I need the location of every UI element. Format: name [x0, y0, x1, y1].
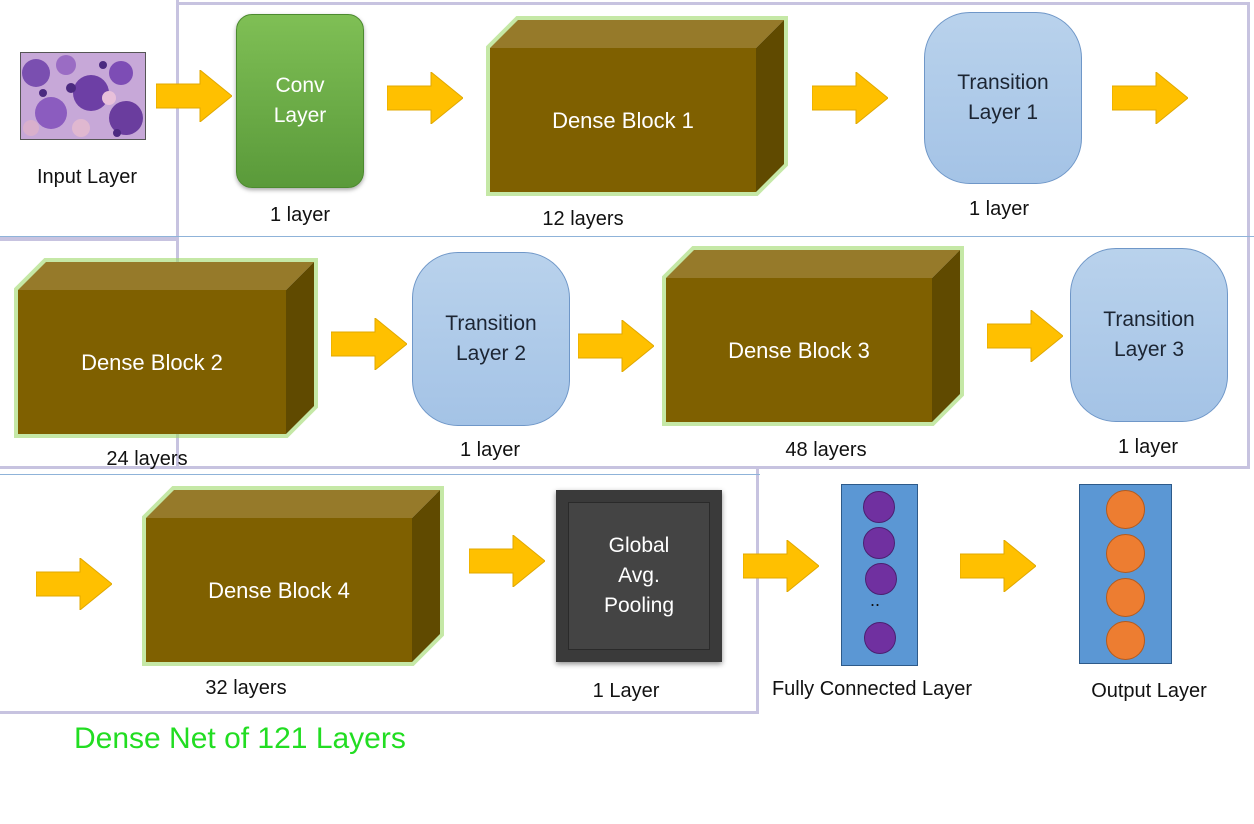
fully-connected-layer-label: Fully Connected Layer — [771, 678, 973, 700]
trans1-line2: Layer 1 — [967, 101, 1039, 124]
trans1-line1: Transition — [957, 71, 1049, 94]
dense-block-4: Dense Block 4 — [140, 484, 450, 670]
transition-layer-3-caption: 1 layer — [1117, 436, 1179, 458]
arrow-icon — [469, 535, 545, 587]
gap-line2: Avg. — [618, 564, 660, 587]
row-separator-2 — [0, 474, 760, 475]
dense-block-3: Dense Block 3 — [660, 244, 970, 430]
trans3-line2: Layer 3 — [1113, 338, 1185, 361]
conv-caption: 1 layer — [269, 204, 331, 226]
arrow-icon — [812, 72, 888, 124]
conv-line2: Layer — [273, 104, 327, 127]
dense-block-3-caption: 48 layers — [785, 439, 867, 461]
dense-block-4-caption: 32 layers — [205, 677, 287, 699]
input-layer-label: Input Layer — [36, 166, 138, 188]
output-node — [1106, 534, 1145, 573]
arrow-icon — [331, 318, 407, 370]
trans2-line1: Transition — [445, 312, 537, 335]
arrow-icon — [156, 70, 232, 122]
row-separator-1 — [0, 236, 1254, 237]
dense-block-2: Dense Block 2 — [14, 256, 324, 442]
transition-layer-2-caption: 1 layer — [459, 439, 521, 461]
arrow-icon — [1112, 72, 1188, 124]
gap-line1: Global — [608, 534, 670, 557]
dense-block-3-label: Dense Block 3 — [728, 338, 870, 363]
trans3-line1: Transition — [1103, 308, 1195, 331]
arrow-icon — [743, 540, 819, 592]
dense-block-2-caption: 24 layers — [106, 448, 188, 470]
histology-image — [20, 52, 146, 140]
diagram-title: Dense Net of 121 Layers — [74, 722, 406, 755]
transition-layer-1-caption: 1 layer — [968, 198, 1030, 220]
output-layer-label: Output Layer — [1091, 680, 1207, 702]
dense-block-1-caption: 12 layers — [542, 208, 624, 230]
dense-block-2-label: Dense Block 2 — [81, 350, 223, 375]
output-node — [1106, 621, 1145, 660]
fc-node — [864, 622, 896, 654]
fc-node — [865, 563, 897, 595]
arrow-icon — [987, 310, 1063, 362]
dense-block-1: Dense Block 1 — [484, 12, 794, 202]
fc-ellipsis: .. — [870, 590, 881, 610]
dense-block-1-label: Dense Block 1 — [552, 108, 694, 133]
fc-node — [863, 491, 895, 523]
conv-line1: Conv — [275, 74, 325, 97]
dense-block-4-label: Dense Block 4 — [208, 578, 350, 603]
arrow-icon — [578, 320, 654, 372]
arrow-icon — [960, 540, 1036, 592]
fc-node — [863, 527, 895, 559]
gap-line3: Pooling — [603, 594, 675, 617]
trans2-line2: Layer 2 — [455, 342, 527, 365]
arrow-icon — [387, 72, 463, 124]
global-avg-pooling-caption: 1 Layer — [592, 680, 660, 702]
output-node — [1106, 490, 1145, 529]
bottom-frame — [0, 466, 759, 714]
output-node — [1106, 578, 1145, 617]
arrow-icon — [36, 558, 112, 610]
